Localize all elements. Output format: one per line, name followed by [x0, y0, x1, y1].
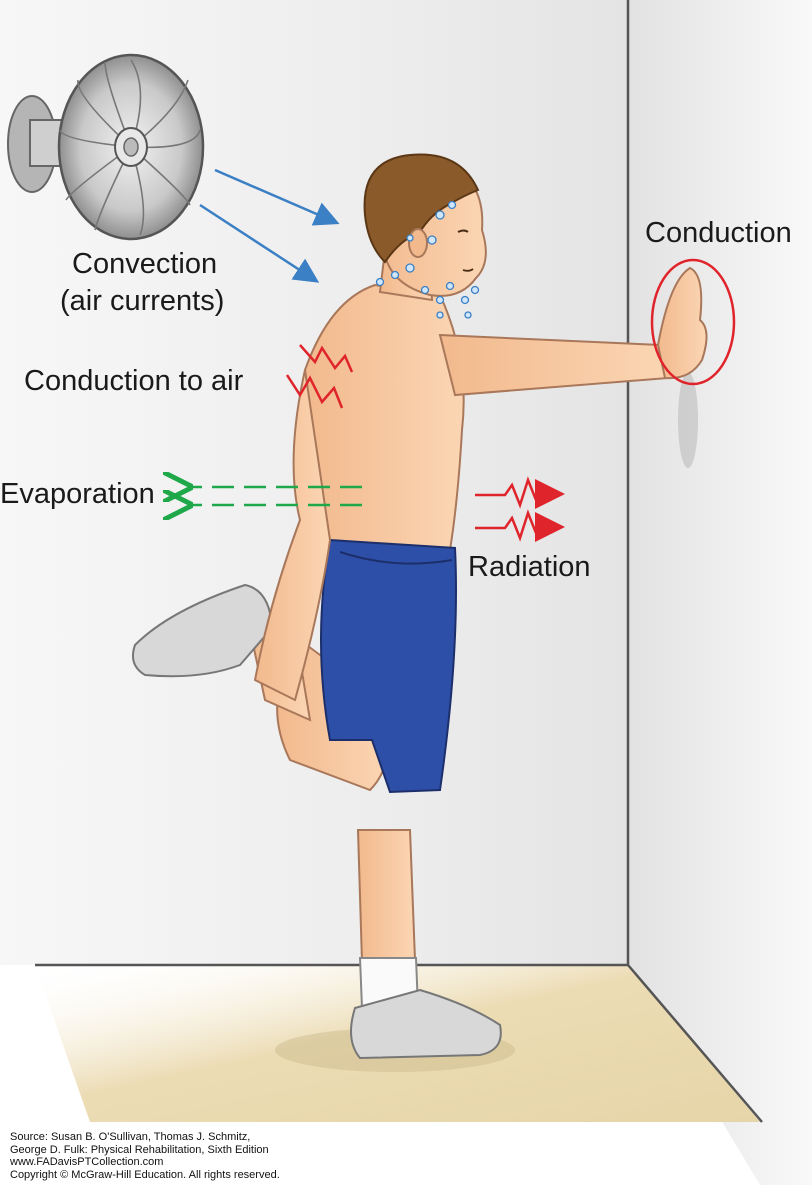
- person-figure: [132, 153, 708, 1060]
- source-line-4: Copyright © McGraw-Hill Education. All r…: [10, 1168, 280, 1181]
- evaporation-arrows: [188, 487, 362, 505]
- radiation-arrows: [475, 476, 565, 542]
- label-convection-line1: Convection: [72, 248, 218, 280]
- label-conduction: Conduction: [645, 217, 792, 249]
- sweat-drops: [375, 200, 480, 319]
- shorts: [320, 538, 457, 794]
- fan-icon: [7, 53, 205, 241]
- label-radiation: Radiation: [468, 551, 591, 583]
- label-convection-line2: (air currents): [60, 285, 225, 317]
- source-line-1: Source: Susan B. O'Sullivan, Thomas J. S…: [10, 1131, 251, 1143]
- convection-arrow-1: [214, 168, 340, 226]
- conduction-circle: [650, 258, 736, 386]
- source-line-3: www.FADavisPTCollection.com: [10, 1156, 164, 1168]
- label-evaporation: Evaporation: [0, 478, 155, 510]
- hand-shadow: [678, 372, 698, 468]
- convection-arrow-2: [199, 203, 320, 283]
- source-line-2: George D. Fulk: Physical Rehabilitation,…: [10, 1143, 269, 1156]
- floor-side-line: [627, 964, 763, 1123]
- conduction-to-air-zigzag: [285, 344, 354, 409]
- source-credit: Source: Susan B. O'Sullivan, Thomas J. S…: [10, 1131, 280, 1181]
- shoe-front: [350, 988, 502, 1060]
- label-conduction-to-air: Conduction to air: [24, 365, 244, 397]
